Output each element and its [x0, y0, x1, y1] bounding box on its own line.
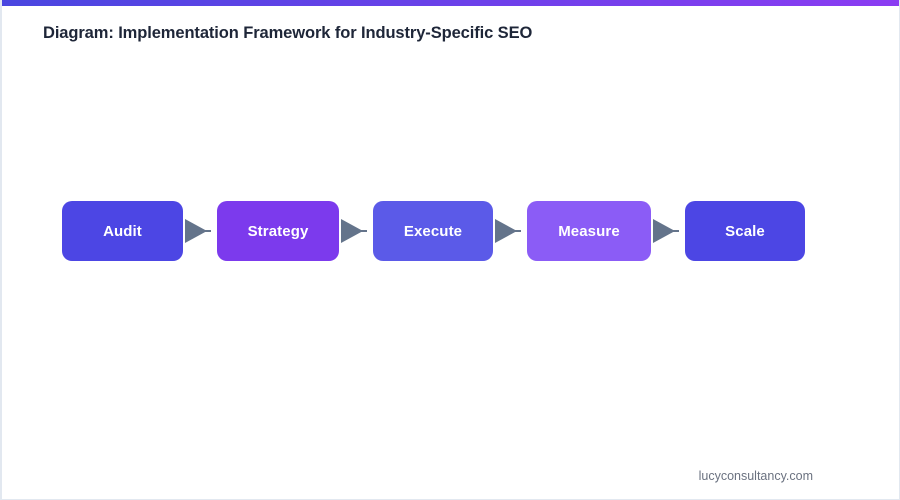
process-step-label: Strategy [247, 222, 309, 240]
arrow-head [185, 219, 207, 243]
process-step-label: Scale [725, 222, 765, 240]
arrow-right-icon [493, 201, 527, 261]
process-step-label: Measure [558, 222, 620, 240]
arrow-head [653, 219, 675, 243]
process-flow: Audit Strategy Execute Measure Scale [62, 201, 805, 261]
arrow-head [341, 219, 363, 243]
arrow-right-icon [183, 201, 217, 261]
process-step-label: Execute [403, 222, 463, 240]
process-step-execute[interactable]: Execute [373, 201, 493, 261]
process-step-strategy[interactable]: Strategy [217, 201, 339, 261]
arrow-head [495, 219, 517, 243]
process-step-scale[interactable]: Scale [685, 201, 805, 261]
process-step-audit[interactable]: Audit [62, 201, 183, 261]
page-title: Diagram: Implementation Framework for In… [43, 24, 533, 42]
footer-source-label: lucyconsultancy.com [698, 469, 813, 483]
arrow-right-icon [339, 201, 373, 261]
top-accent-bar [2, 0, 899, 6]
arrow-right-icon [651, 201, 685, 261]
process-step-measure[interactable]: Measure [527, 201, 651, 261]
process-step-label: Audit [103, 222, 142, 240]
